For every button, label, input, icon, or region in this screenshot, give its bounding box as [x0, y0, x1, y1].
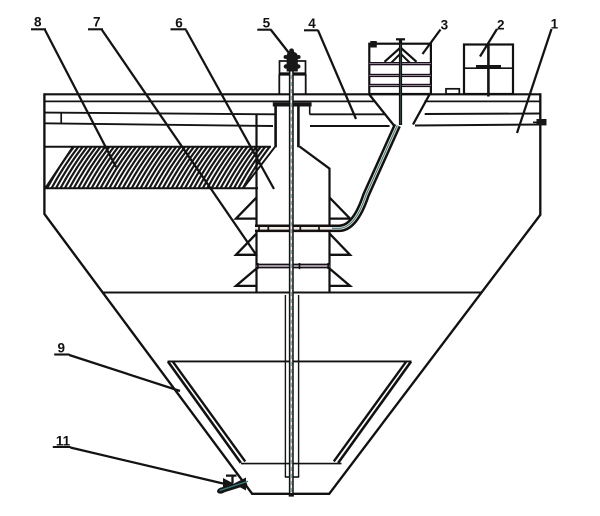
svg-text:6: 6 — [175, 15, 183, 30]
svg-text:3: 3 — [441, 18, 449, 33]
svg-text:1: 1 — [551, 17, 559, 32]
svg-text:7: 7 — [93, 14, 101, 29]
svg-text:5: 5 — [263, 16, 271, 31]
svg-text:9: 9 — [58, 341, 66, 356]
svg-text:11: 11 — [56, 433, 71, 448]
svg-text:4: 4 — [308, 16, 316, 31]
svg-text:8: 8 — [34, 15, 42, 30]
svg-text:2: 2 — [497, 18, 505, 33]
